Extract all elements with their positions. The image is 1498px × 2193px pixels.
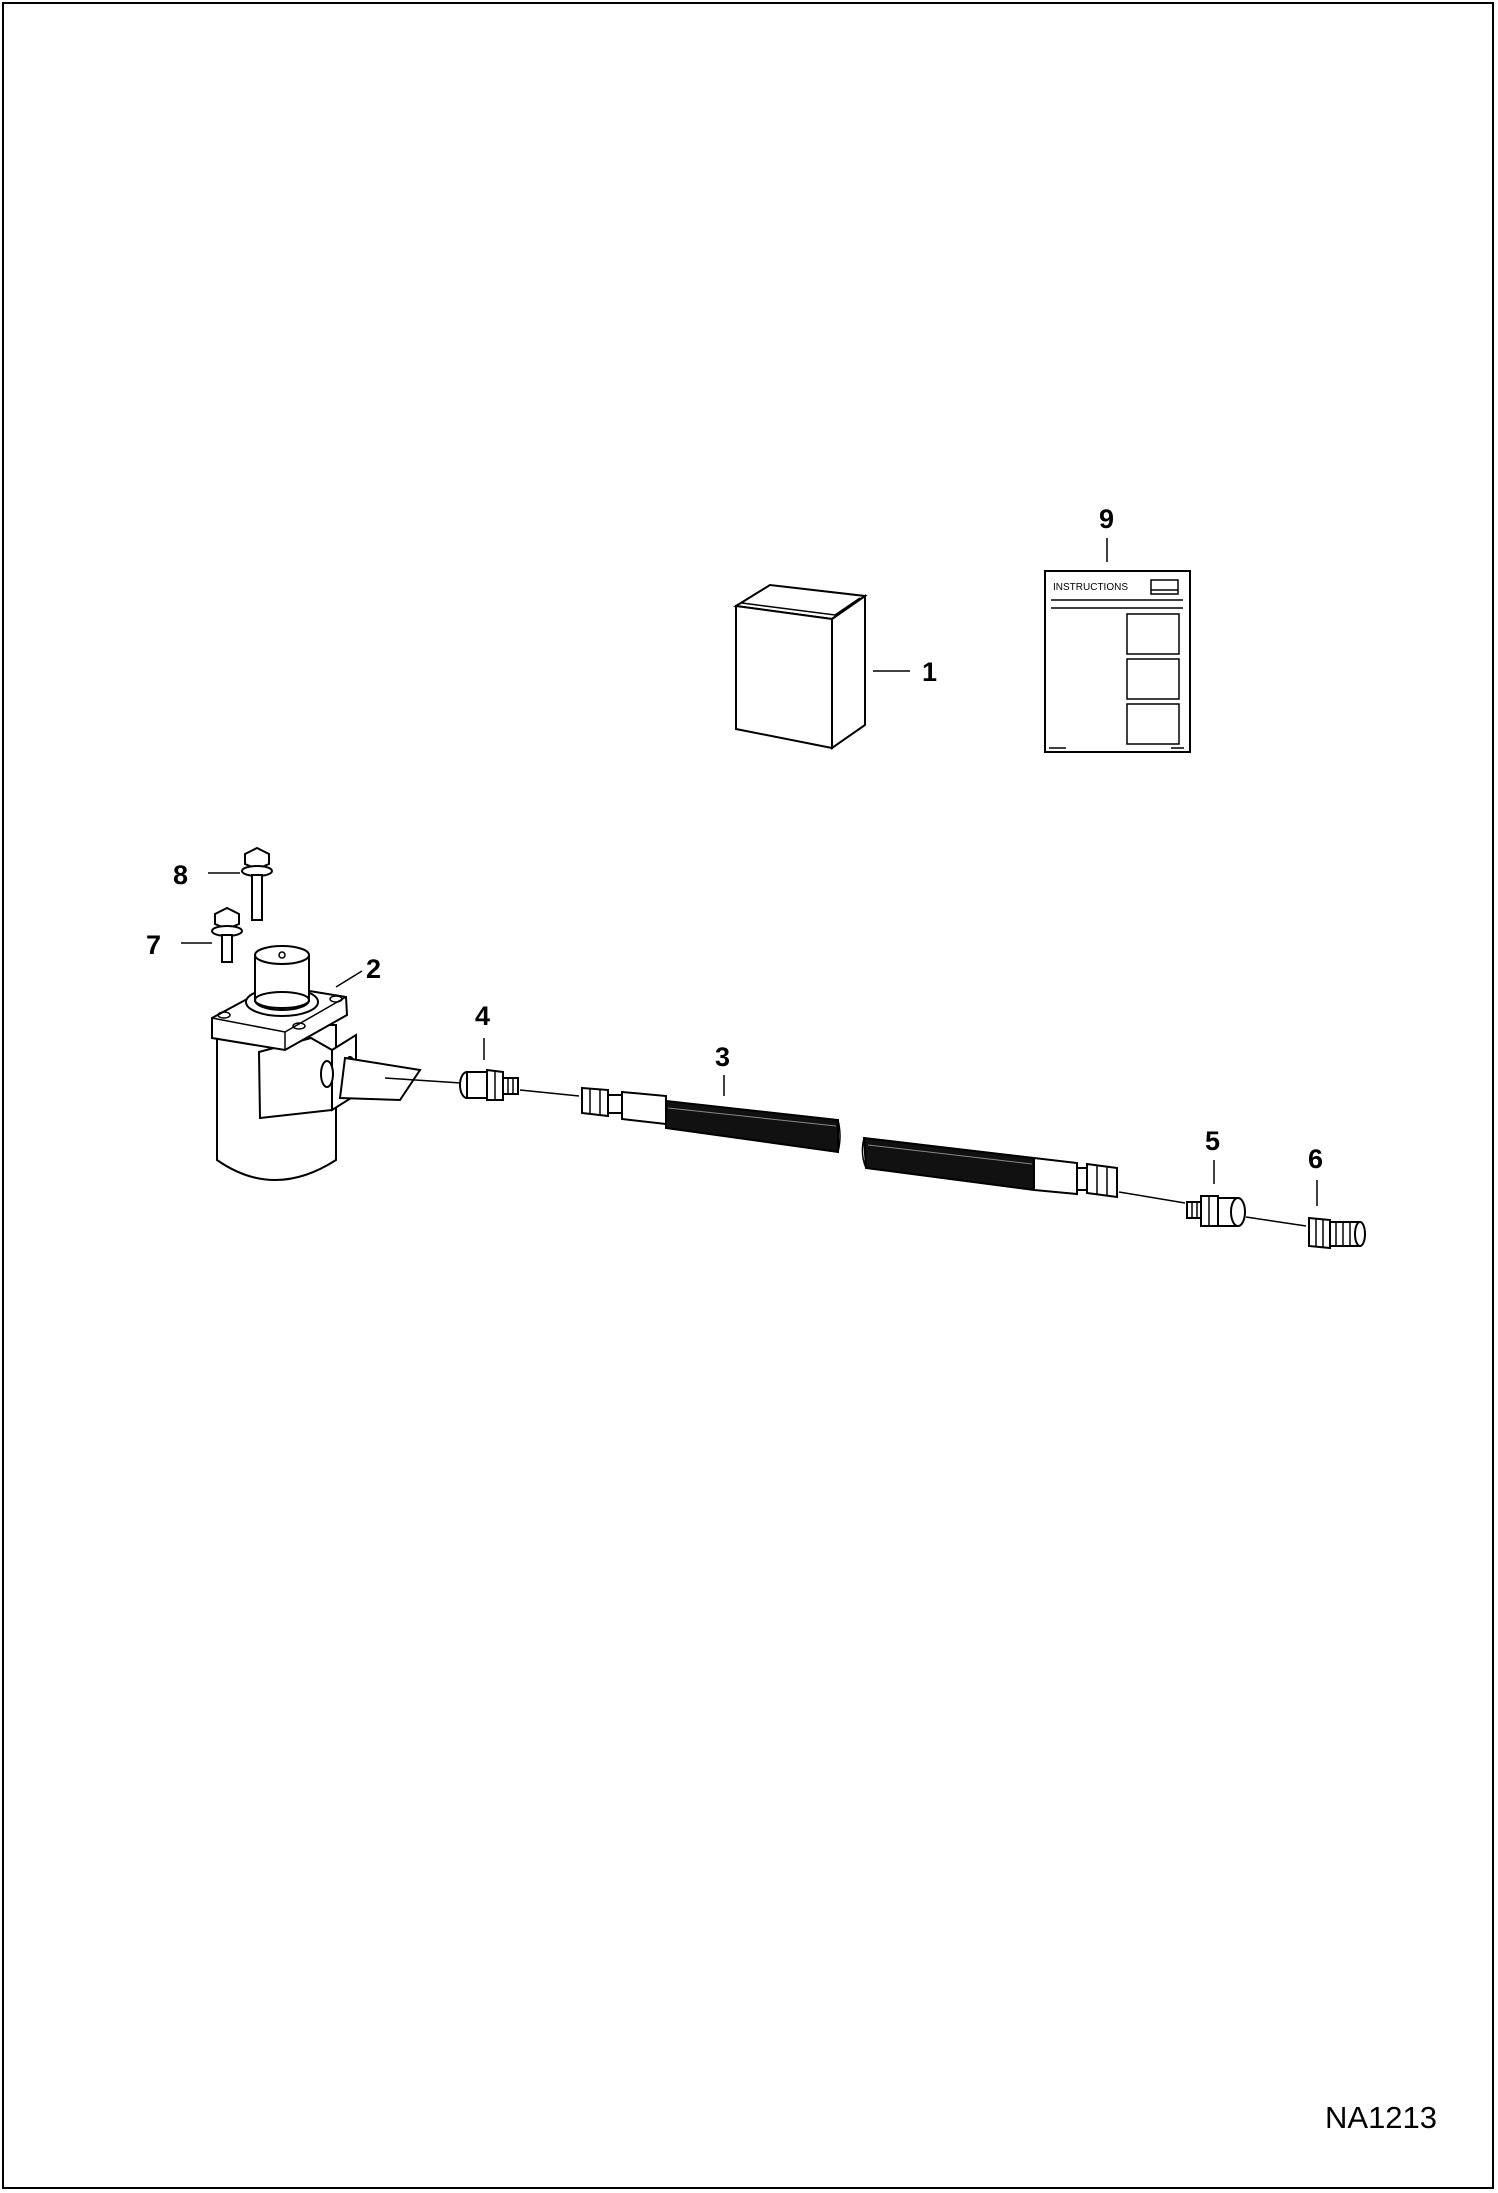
long-bolt bbox=[241, 846, 273, 921]
assembly-line bbox=[1245, 1216, 1307, 1227]
hydraulic-motor bbox=[211, 945, 422, 1181]
fitting-5 bbox=[1186, 1195, 1246, 1227]
quick-coupler-6 bbox=[1308, 1216, 1366, 1250]
callout-3: 3 bbox=[715, 1042, 730, 1072]
short-bolt bbox=[211, 906, 243, 963]
drawing-code: NA1213 bbox=[1325, 2100, 1437, 2135]
callout-1: 1 bbox=[922, 657, 937, 687]
assembly-line bbox=[519, 1089, 580, 1097]
assembly-line bbox=[384, 1077, 462, 1084]
kit-box bbox=[733, 583, 868, 750]
callout-2: 2 bbox=[366, 954, 381, 984]
callout-6: 6 bbox=[1308, 1144, 1323, 1174]
callout-7: 7 bbox=[146, 930, 161, 960]
callout-9: 9 bbox=[1099, 504, 1114, 534]
callout-8: 8 bbox=[173, 860, 188, 890]
fitting-4 bbox=[459, 1068, 519, 1101]
instructions-label: INSTRUCTIONS bbox=[1053, 582, 1128, 593]
leader-line-2 bbox=[335, 970, 363, 988]
callout-5: 5 bbox=[1205, 1126, 1220, 1156]
hydraulic-hose bbox=[581, 1086, 1118, 1199]
callout-4: 4 bbox=[475, 1001, 490, 1031]
assembly-line bbox=[1118, 1191, 1186, 1204]
instructions-manual: INSTRUCTIONS bbox=[1044, 570, 1191, 753]
